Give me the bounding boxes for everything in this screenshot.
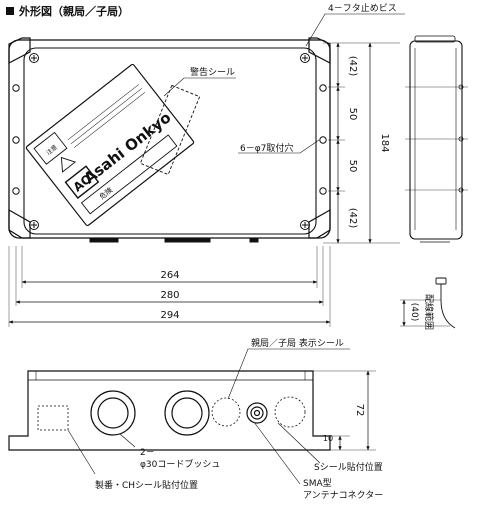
flange-top-left — [8, 37, 31, 64]
hole-icon — [12, 187, 20, 195]
wiring-range-label: 配線範囲 — [423, 294, 435, 330]
horizontal-dimensions — [8, 246, 331, 327]
bottom-bump-1 — [89, 237, 119, 243]
dim-280: 280 — [160, 290, 179, 301]
flange-bottom-left — [8, 208, 31, 239]
screws-label: 4－フタ止めビス — [328, 2, 397, 14]
bottom-bump-2 — [164, 237, 211, 243]
plate-brand: Asahi Onkyo — [80, 108, 174, 187]
bottom-bump-3 — [249, 237, 259, 243]
dim-50-a: 50 — [347, 108, 358, 121]
hole-icon — [319, 187, 327, 195]
drawing-title: 外形図（親局／子局） — [6, 3, 129, 19]
title-square-icon — [6, 7, 14, 15]
serial-seal-area — [37, 405, 69, 431]
antenna-connector-icon — [435, 277, 447, 285]
dim-50-b: 50 — [347, 160, 358, 173]
side-view — [405, 35, 468, 243]
screw-icon — [300, 53, 310, 63]
sma-connector-icon — [246, 402, 268, 424]
front-view — [8, 370, 331, 451]
display-seal-area — [211, 397, 241, 427]
screw-icon — [300, 220, 310, 230]
display-seal-label: 親局／子局 表示シール — [251, 337, 344, 349]
hole-icon — [319, 136, 327, 144]
label-plate: 注意 AO Asahi Onkyo 危険 — [25, 63, 195, 227]
s-seal-area — [274, 396, 306, 428]
sma-label-line1: SMA型 — [303, 478, 332, 489]
hole-icon — [12, 84, 20, 92]
lid-screw-icons — [29, 53, 310, 230]
dim-40: (40) — [409, 303, 419, 321]
leader-lines — [67, 13, 405, 485]
front-view-body — [8, 370, 331, 451]
screw-icon — [29, 220, 39, 230]
bushing-label-line2: φ30コードブッシュ — [140, 458, 220, 470]
dim-72: 72 — [354, 404, 365, 417]
mount-hole-icons — [12, 84, 327, 195]
hole-icon — [12, 136, 20, 144]
cord-bushing-icon-2 — [164, 390, 210, 436]
plate-caution: 注意 — [44, 143, 58, 157]
vertical-dimensions — [323, 42, 400, 244]
sma-label-line2: アンテナコネクター — [303, 490, 383, 501]
warning-triangle-icon — [60, 156, 77, 173]
top-view: 注意 AO Asahi Onkyo 危険 — [8, 37, 331, 243]
dim-184: 184 — [379, 133, 390, 152]
drawing-title-text: 外形図（親局／子局） — [19, 5, 129, 18]
top-view-lid — [23, 47, 317, 235]
side-view-body — [409, 40, 463, 240]
front-dimensions — [313, 370, 376, 451]
mount-holes-label: 6－φ7取付穴 — [240, 142, 293, 154]
cord-bushing-icon-1 — [90, 390, 136, 436]
top-view-body — [8, 39, 331, 239]
dim-42-bottom: (42) — [347, 208, 358, 229]
dim-42-top: (42) — [347, 56, 358, 77]
s-seal-label: Sシール貼付位置 — [314, 461, 383, 473]
dim-294: 294 — [160, 310, 179, 321]
hole-icon — [319, 84, 327, 92]
serial-seal-label: 製番・CHシール貼付位置 — [95, 479, 198, 491]
bushing-label-line1: 2－ — [140, 448, 155, 458]
warning-seal-label: 警告シール — [190, 66, 235, 78]
screw-icon — [29, 53, 39, 63]
flange-bottom-right — [308, 208, 331, 239]
dim-264: 264 — [160, 270, 179, 281]
antenna-detail — [400, 277, 456, 329]
dim-10: 10 — [323, 434, 333, 443]
